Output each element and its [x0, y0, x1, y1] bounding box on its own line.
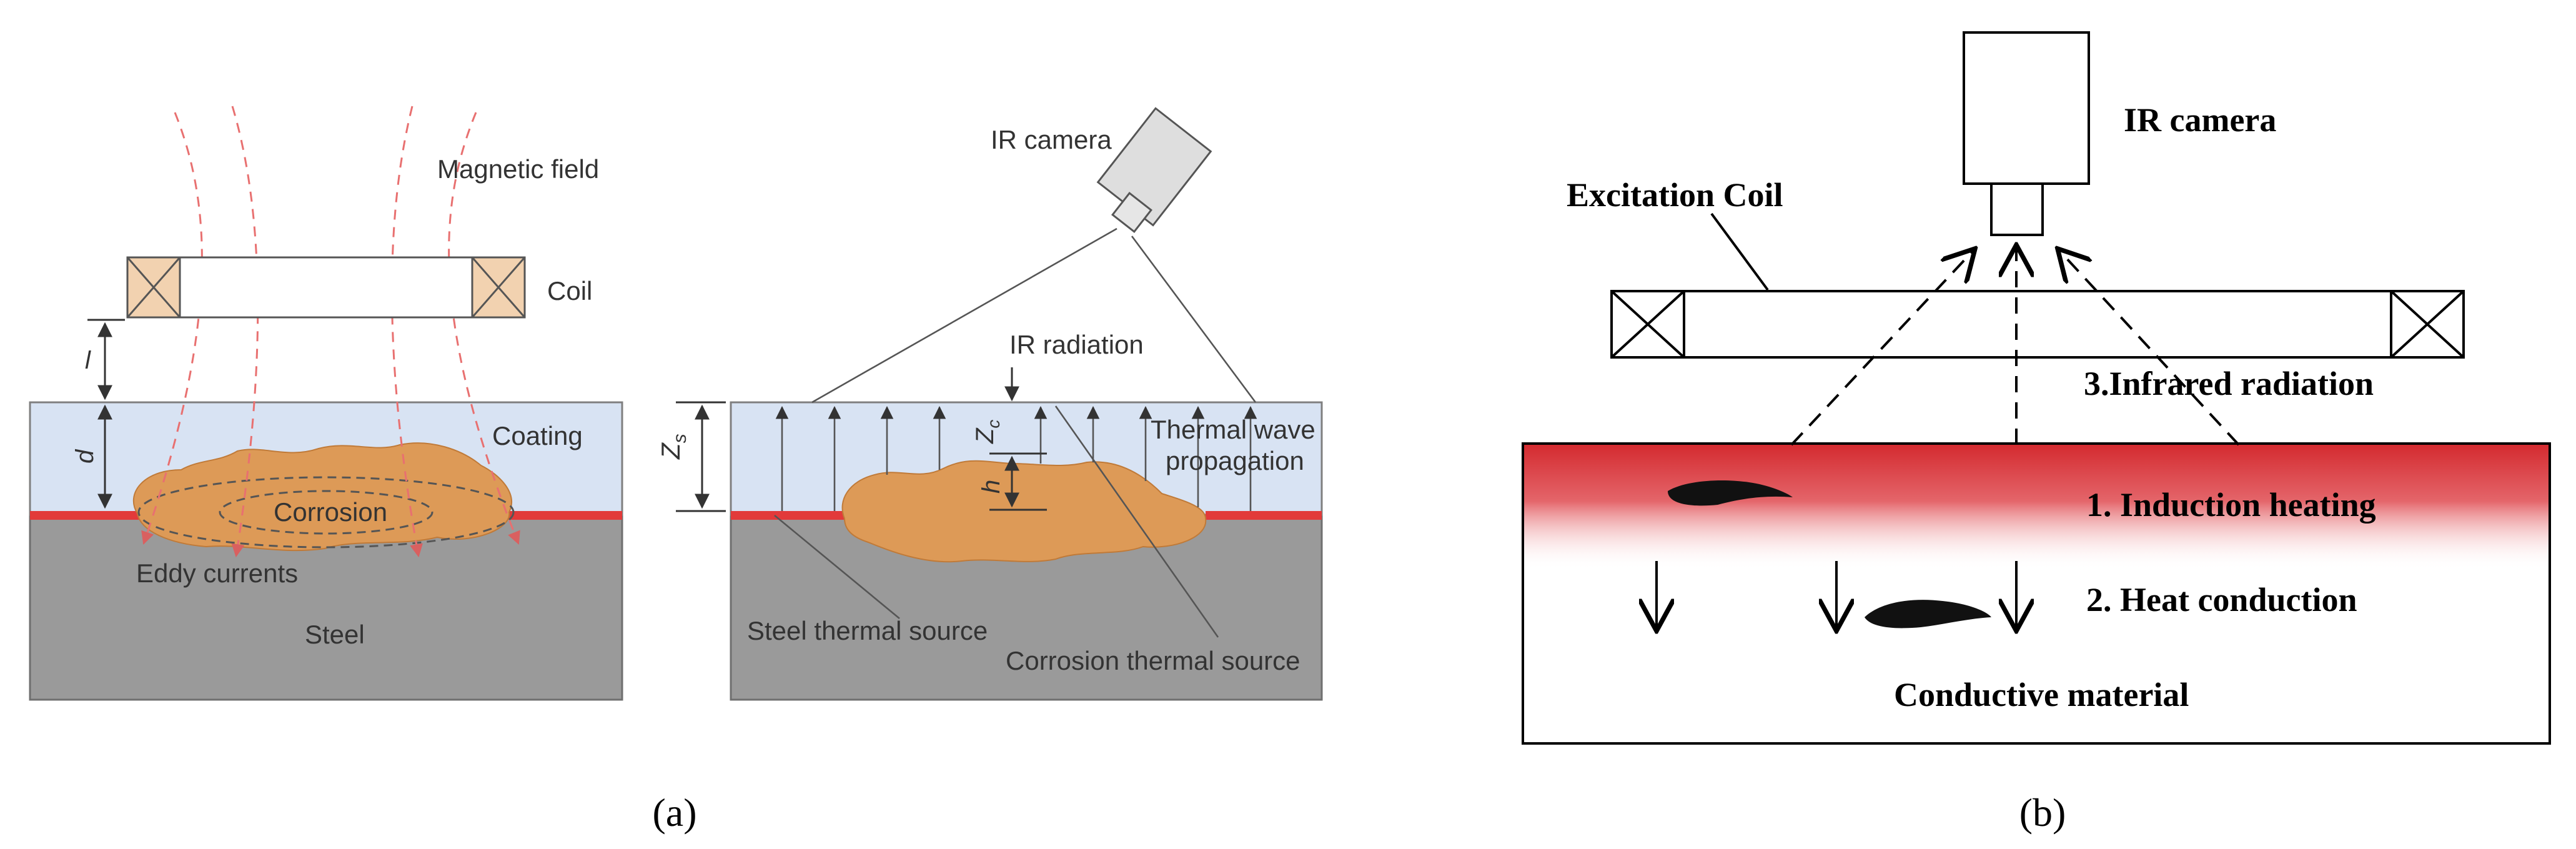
dimension-zs: [676, 401, 726, 512]
coil-leader-line: [1710, 212, 1769, 291]
panel-a-right: Zs Zc h IR camera IR radiation Thermal w…: [656, 107, 1323, 701]
eddy-current-loop-outer: [137, 476, 515, 549]
magnetic-field-lines: [141, 106, 520, 558]
heat-conduction-arrows: [1657, 561, 2016, 631]
caption-b: (b): [2019, 790, 2066, 835]
conductive-material-label: Conductive material: [1894, 676, 2189, 713]
coil-label: Coil: [547, 276, 592, 305]
dim-h-label: h: [978, 480, 1005, 494]
panel-b: IR camera Excitation Coil 3.Infrared rad…: [1522, 31, 2551, 745]
magnetic-field-label: Magnetic field: [437, 154, 599, 184]
coil: [126, 256, 526, 319]
dimension-zc-h: [989, 367, 1047, 511]
excitation-coil-label: Excitation Coil: [1567, 176, 1783, 214]
excitation-coil: [1610, 290, 2465, 359]
induction-heating-label: 1. Induction heating: [2086, 486, 2376, 524]
infrared-radiation-label: 3.Infrared radiation: [2084, 365, 2374, 402]
eddy-current-loop-inner: [219, 490, 433, 535]
dim-d-label: d: [71, 449, 99, 464]
eddy-currents-label: Eddy currents: [136, 559, 298, 588]
dim-zs-label: Zs: [656, 434, 690, 460]
steel-source-line-right: [1206, 511, 1322, 520]
dimension-l: [87, 319, 125, 400]
coating-label: Coating: [492, 421, 583, 450]
ir-camera-label-a: IR camera: [991, 125, 1112, 154]
thermal-wave-label: Thermal wave: [1151, 415, 1315, 444]
infrared-radiation-arrows: [1790, 245, 2240, 446]
camera-view-lines: [811, 227, 1257, 404]
ir-camera-body: [1963, 31, 2090, 185]
corrosion-label: Corrosion: [274, 497, 387, 527]
corrosion-thermal-source-label: Corrosion thermal source: [1006, 646, 1300, 675]
steel-label: Steel: [305, 620, 365, 649]
propagation-label: propagation: [1166, 446, 1304, 475]
dim-l-label: l: [85, 347, 91, 374]
steel-thermal-source-label: Steel thermal source: [747, 616, 988, 645]
ir-camera-lens: [1990, 182, 2044, 236]
ir-camera-label-b: IR camera: [2124, 101, 2276, 139]
heat-conduction-label: 2. Heat conduction: [2086, 581, 2357, 618]
leader-lines: [774, 405, 1219, 638]
panel-a-left: l d Magnetic field Coil Coating Corrosio…: [29, 106, 623, 701]
defect-upper: [1668, 480, 1793, 506]
ir-radiation-arrows: [775, 405, 1257, 511]
corrosion-blob-right: [841, 460, 1207, 563]
induction-heating-zone: [1524, 445, 2549, 570]
defect-lower: [1865, 600, 1991, 628]
ir-radiation-label: IR radiation: [1009, 330, 1144, 359]
dim-zc-label: Zc: [971, 420, 1003, 444]
ir-camera-device: [1096, 107, 1212, 233]
steel-source-line-left: [731, 511, 847, 520]
caption-a: (a): [652, 790, 696, 835]
